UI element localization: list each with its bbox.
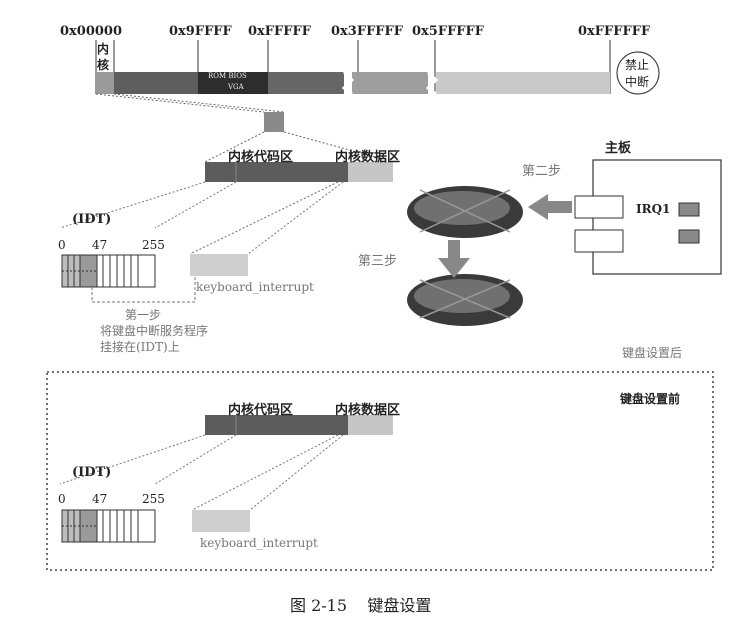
kernel-zoom-square	[264, 112, 284, 132]
segment-ext-3	[436, 72, 610, 94]
irq-chip-2	[678, 229, 700, 244]
before-kernel-code-label: 内核代码区	[228, 403, 294, 418]
before-idx-0: 0	[58, 492, 66, 506]
after-kernel-data-bar	[348, 162, 393, 182]
step1-line2: 挂接在(IDT)上	[100, 340, 180, 354]
addr-0x9ffff: 0x9FFFF	[169, 24, 232, 39]
step2-arrow	[528, 194, 572, 220]
before-title: 键盘设置前	[620, 392, 681, 406]
after-idt-table	[61, 254, 156, 288]
segment-kernel	[96, 72, 114, 94]
keyboard-top-image	[407, 186, 523, 238]
motherboard-slot-1	[574, 195, 624, 219]
after-idt-label: (IDT)	[72, 212, 112, 227]
after-kernel-data-label: 内核数据区	[335, 150, 401, 165]
segment-ext-2	[352, 72, 428, 94]
after-keyboard-interrupt-box	[190, 254, 248, 276]
before-idt-label: (IDT)	[72, 465, 112, 480]
segment-low-mem	[114, 72, 198, 94]
figure-caption: 图 2-15 键盘设置	[290, 596, 432, 615]
before-kernel-data-bar	[348, 415, 393, 435]
before-keyboard-interrupt-box	[192, 510, 250, 532]
before-kernel-data-label: 内核数据区	[335, 403, 401, 418]
step1-line1: 将键盘中断服务程序	[100, 324, 209, 338]
segment-rom-bios	[198, 72, 268, 94]
step1-title: 第一步	[125, 308, 162, 322]
before-idt-table	[61, 509, 156, 543]
after-idx-255: 255	[142, 238, 165, 252]
before-idx-47: 47	[92, 492, 108, 506]
rom-bios-label: ROM BIOS	[208, 72, 247, 80]
addr-0x00000: 0x00000	[60, 24, 123, 39]
addr-0xfffff: 0xFFFFF	[248, 24, 311, 39]
addr-0x5fffff: 0x5FFFFF	[412, 24, 484, 39]
vga-label: VGA	[228, 83, 244, 91]
irq1-chip	[678, 202, 700, 217]
disable-interrupt-label-1: 禁止	[625, 58, 650, 72]
irq1-label: IRQ1	[636, 202, 671, 216]
after-kernel-code-label: 内核代码区	[228, 150, 294, 165]
addr-0x3fffff: 0x3FFFFF	[331, 24, 403, 39]
after-caption: 键盘设置后	[622, 346, 683, 360]
motherboard-slot-2	[574, 229, 624, 253]
addr-0xffffff: 0xFFFFFF	[578, 24, 651, 39]
step2-label: 第二步	[522, 164, 562, 179]
disable-interrupt-label-2: 中断	[625, 75, 650, 89]
keyboard-bottom-image	[407, 274, 523, 326]
before-keyboard-interrupt-label: keyboard_interrupt	[200, 536, 318, 550]
after-idx-47: 47	[92, 238, 108, 252]
before-idx-255: 255	[142, 492, 165, 506]
after-kernel-code-bar	[205, 162, 348, 182]
after-idx-0: 0	[58, 238, 66, 252]
motherboard-label: 主板	[605, 141, 632, 156]
step3-arrow	[438, 240, 470, 278]
after-keyboard-interrupt-label: keyboard_interrupt	[196, 280, 314, 294]
kernel-label-top: 内	[97, 42, 110, 56]
disable-interrupt-circle	[616, 51, 660, 95]
before-frame	[46, 371, 714, 571]
segment-ext-1	[268, 72, 344, 94]
kernel-label-bottom: 核	[97, 58, 110, 72]
step3-label: 第三步	[358, 254, 398, 269]
before-kernel-code-bar	[205, 415, 348, 435]
